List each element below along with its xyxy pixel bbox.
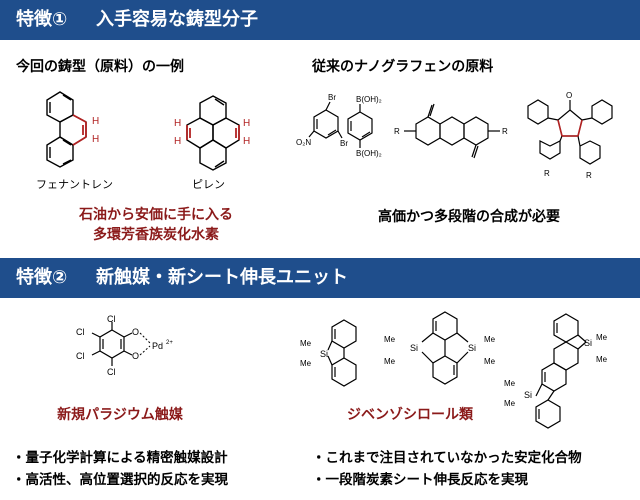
no2-label: O₂N bbox=[296, 138, 311, 147]
me-label: Me bbox=[484, 335, 496, 344]
pd-charge-label: 2+ bbox=[166, 340, 173, 346]
conventional-heading: 従来のナノグラフェンの原料 bbox=[312, 59, 494, 75]
r-label: R bbox=[502, 127, 508, 136]
phenanthrene-label: フェナントレン bbox=[36, 178, 113, 191]
bis-silole-structure: Si Si Me Me Me Me bbox=[384, 311, 496, 385]
right-bullet-2: ・一段階炭素シート伸長反応を実現 bbox=[312, 472, 528, 488]
me-label: Me bbox=[300, 359, 312, 368]
r-label: R bbox=[394, 127, 400, 136]
pd-label: Pd bbox=[152, 341, 163, 351]
br-label: Br bbox=[328, 93, 336, 102]
section2-number: 特徴② bbox=[16, 267, 68, 288]
me-label: Me bbox=[504, 399, 516, 408]
template-heading: 今回の鋳型（原料）の一例 bbox=[16, 59, 184, 75]
cl-label: Cl bbox=[107, 314, 116, 324]
me-label: Me bbox=[384, 357, 396, 366]
cl-label: Cl bbox=[107, 367, 116, 377]
me-label: Me bbox=[596, 355, 608, 364]
section1-title: 入手容易な鋳型分子 bbox=[96, 9, 258, 30]
silole-label: ジベンゾシロール類 bbox=[347, 407, 473, 423]
cl-label: Cl bbox=[76, 351, 85, 361]
pyrene-structure: H H H H bbox=[174, 95, 250, 171]
me-label: Me bbox=[384, 335, 396, 344]
pd-catalyst-structure: Cl Cl Cl Cl O O Pd 2+ bbox=[76, 314, 173, 377]
pyrene-label: ピレン bbox=[192, 178, 225, 191]
ladder-silole-structure: Si Si Me Me Me Me bbox=[504, 313, 608, 429]
synthesis-cost-note: 高価かつ多段階の合成が必要 bbox=[378, 209, 560, 225]
h-label: H bbox=[92, 134, 99, 145]
left-bullet-2: ・高活性、高位置選択的反応を実現 bbox=[12, 472, 228, 488]
h-label: H bbox=[92, 116, 99, 127]
section2-title: 新触媒・新シート伸長ユニット bbox=[96, 267, 348, 288]
me-label: Me bbox=[484, 357, 496, 366]
boronic-label: B(OH)₂ bbox=[356, 149, 382, 158]
cheap-source-line1: 石油から安価に手に入る bbox=[79, 207, 233, 223]
h-label: H bbox=[174, 136, 181, 147]
si-label: Si bbox=[320, 349, 328, 359]
section1-banner: 特徴① 入手容易な鋳型分子 bbox=[0, 0, 640, 40]
phenanthrene-structure: H H bbox=[46, 91, 99, 168]
right-bullet-1: ・これまで注目されていなかった安定化合物 bbox=[312, 450, 582, 466]
r-label: R bbox=[544, 169, 550, 178]
section1-number: 特徴① bbox=[16, 9, 68, 30]
left-bullet-1: ・量子化学計算による精密触媒設計 bbox=[12, 450, 228, 466]
me-label: Me bbox=[300, 339, 312, 348]
h-label: H bbox=[243, 136, 250, 147]
cheap-source-line2: 多環芳香族炭化水素 bbox=[93, 227, 219, 243]
me-label: Me bbox=[596, 333, 608, 342]
boronic-label: B(OH)₂ bbox=[356, 95, 382, 104]
catalyst-label: 新規パラジウム触媒 bbox=[57, 407, 183, 423]
br-label: Br bbox=[340, 139, 348, 148]
section2-banner: 特徴② 新触媒・新シート伸長ユニット bbox=[0, 258, 640, 298]
h-label: H bbox=[174, 118, 181, 129]
terphenyl-diyne-structure: R R bbox=[394, 103, 508, 159]
dibenzosilole-structure: Si Me Me bbox=[300, 319, 357, 387]
me-label: Me bbox=[504, 379, 516, 388]
h-label: H bbox=[243, 118, 250, 129]
si-label: Si bbox=[584, 338, 592, 348]
si-label: Si bbox=[410, 343, 418, 353]
dibromonitrobenzene-structure: Br Br O₂N bbox=[296, 93, 348, 148]
o-label: O bbox=[566, 91, 572, 100]
r-label: R bbox=[586, 171, 592, 180]
si-label: Si bbox=[468, 343, 476, 353]
diboronic-acid-structure: B(OH)₂ B(OH)₂ bbox=[347, 95, 382, 158]
cyclopentadienone-structure: O R R bbox=[527, 91, 613, 180]
cl-label: Cl bbox=[76, 327, 85, 337]
o-label: O bbox=[132, 351, 139, 361]
o-label: O bbox=[132, 327, 139, 337]
si-label: Si bbox=[524, 390, 532, 400]
